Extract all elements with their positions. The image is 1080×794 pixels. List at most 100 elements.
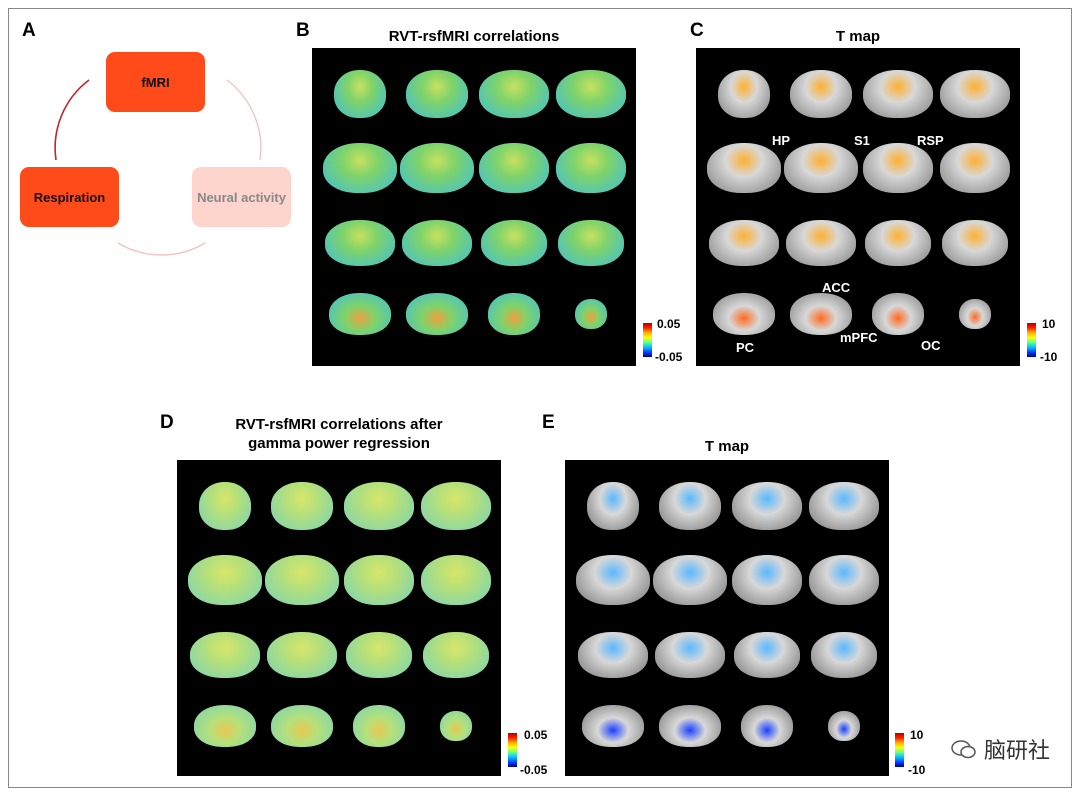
brain-slice [406, 70, 468, 118]
brain-slice [556, 70, 626, 118]
brain-slice [863, 143, 933, 193]
brain-slice [344, 555, 414, 605]
panel-d-label: D [160, 412, 174, 433]
brain-slice [863, 70, 933, 118]
brain-slice [329, 293, 391, 335]
brain-slice [718, 70, 770, 118]
panel-b-cbar-min: -0.05 [655, 350, 683, 364]
brain-slice [400, 143, 474, 193]
brain-slice [828, 711, 860, 741]
brain-slice [194, 705, 256, 747]
brain-slice [481, 220, 547, 266]
brain-slice [421, 482, 491, 530]
brain-slice [421, 555, 491, 605]
brain-slice [556, 143, 626, 193]
brain-slice [265, 555, 339, 605]
brain-slice [423, 632, 489, 678]
brain-slice [558, 220, 624, 266]
panel-c-colorbar [1027, 323, 1036, 357]
brain-slice [707, 143, 781, 193]
neural-respiration-arc [117, 242, 206, 256]
brain-slice [587, 482, 639, 530]
brain-slice [732, 555, 802, 605]
panel-c-cbar-min: -10 [1040, 350, 1058, 364]
brain-slice [786, 220, 856, 266]
panel-e-cbar-min: -10 [908, 763, 926, 777]
brain-slice [942, 220, 1008, 266]
annotation-rsp: RSP [917, 133, 944, 148]
brain-slice [741, 705, 793, 747]
cycle-arrows [54, 79, 262, 256]
brain-slice [713, 293, 775, 335]
respiration-fmri-arc [54, 79, 90, 161]
panel-d-cbar-min: -0.05 [520, 763, 548, 777]
watermark-text: 脑研社 [983, 738, 1050, 763]
brain-slice [578, 632, 648, 678]
panel-d-brain-maps [177, 460, 501, 776]
fmri-node: fMRI [106, 52, 205, 112]
annotation-pc: PC [736, 340, 755, 355]
brain-slice [659, 482, 721, 530]
panel-b-brain-maps [312, 48, 636, 366]
brain-slice [344, 482, 414, 530]
brain-slice [659, 705, 721, 747]
panel-c-label: C [690, 20, 704, 41]
brain-slice [809, 482, 879, 530]
panel-d-colorbar [508, 733, 517, 767]
brain-slice [809, 555, 879, 605]
brain-slice [940, 143, 1010, 193]
panel-c-title: T map [835, 28, 881, 45]
brain-slice [440, 711, 472, 741]
annotation-oc: OC [921, 338, 941, 353]
brain-slice [582, 705, 644, 747]
figure-frame [8, 8, 1072, 788]
brain-slice [325, 220, 395, 266]
neural-activity-node: Neural activity [192, 167, 291, 227]
brain-slice [940, 70, 1010, 118]
brain-slice [576, 555, 650, 605]
brain-slice [406, 293, 468, 335]
brain-slice [655, 632, 725, 678]
panel-b-label: B [296, 20, 310, 41]
brain-slice [575, 299, 607, 329]
brain-slice [334, 70, 386, 118]
brain-slice [188, 555, 262, 605]
watermark: 脑研社 [950, 733, 1050, 765]
brain-slice [353, 705, 405, 747]
brain-slice [323, 143, 397, 193]
panel-b-colorbar [643, 323, 652, 357]
brain-slice [872, 293, 924, 335]
panel-e-brain-maps [565, 460, 889, 776]
panel-e-cbar-max: 10 [910, 728, 924, 742]
brain-slice [199, 482, 251, 530]
brain-slice [732, 482, 802, 530]
brain-slice [190, 632, 260, 678]
panel-d-cbar-max: 0.05 [524, 728, 548, 742]
brain-slice [267, 632, 337, 678]
brain-slice [271, 482, 333, 530]
panel-a-label: A [22, 20, 36, 41]
brain-slice [811, 632, 877, 678]
brain-slice [709, 220, 779, 266]
fmri-neural-arc [226, 79, 262, 161]
annotation-mpfc: mPFC [840, 330, 878, 345]
respiration-node: Respiration [20, 167, 119, 227]
panel-e-colorbar [895, 733, 904, 767]
brain-slice [790, 293, 852, 335]
panel-d-title: RVT-rsfMRI correlations after gamma powe… [177, 415, 501, 453]
brain-slice [784, 143, 858, 193]
brain-slice [402, 220, 472, 266]
panel-c-brain-maps: HP S1 RSP ACC mPFC PC OC [696, 48, 1020, 366]
brain-slice [865, 220, 931, 266]
wechat-logo-icon [951, 740, 976, 759]
brain-slice [479, 143, 549, 193]
annotation-acc: ACC [822, 280, 851, 295]
annotation-hp: HP [772, 133, 791, 148]
annotation-s1: S1 [854, 133, 870, 148]
brain-slice [734, 632, 800, 678]
panel-e-label: E [542, 412, 555, 433]
brain-slice [488, 293, 540, 335]
brain-slice [790, 70, 852, 118]
panel-b-title: RVT-rsfMRI correlations [388, 28, 560, 45]
